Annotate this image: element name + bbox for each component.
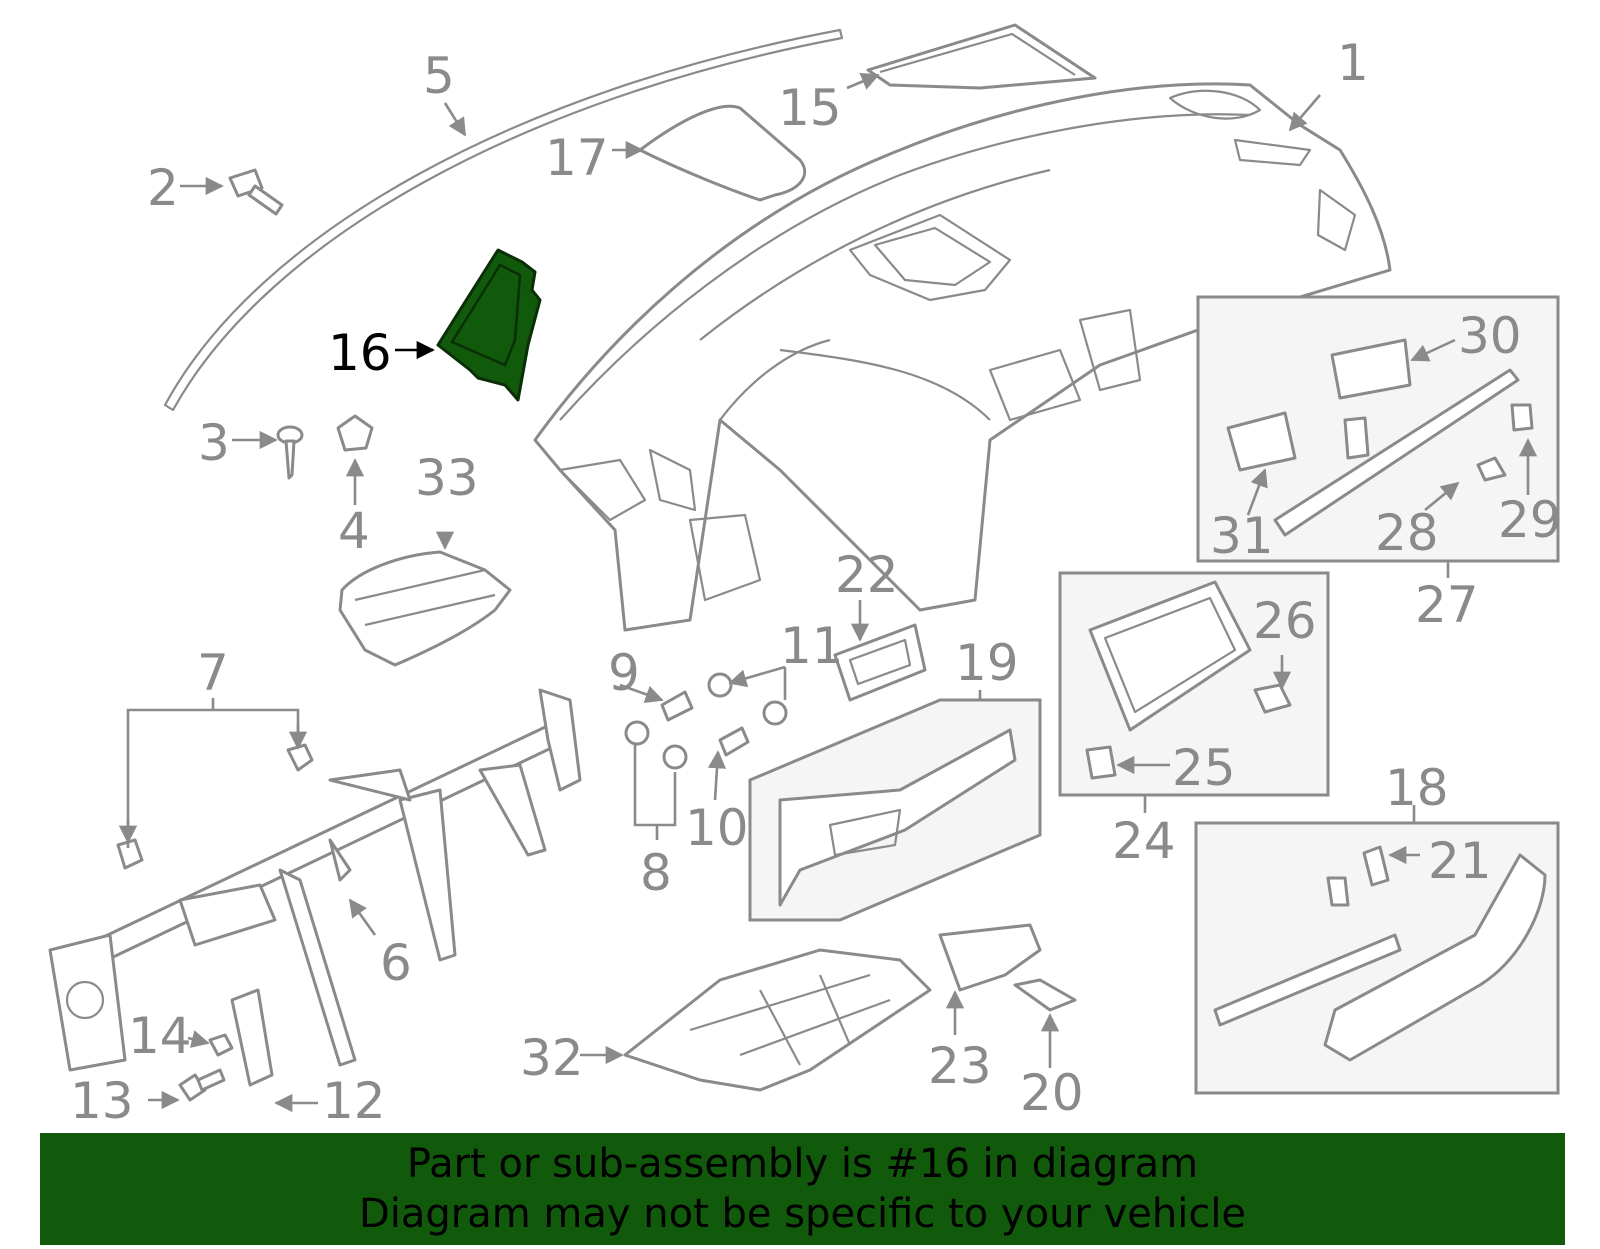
part-9-bolt (660, 690, 694, 722)
part-12-bracket (230, 988, 274, 1087)
callout-11: 11 (780, 617, 844, 675)
part-20-latch (1013, 978, 1077, 1012)
part-3-screw (276, 425, 304, 480)
callout-labels: 1 2 3 4 5 6 7 8 9 10 11 12 13 14 15 16 1… (70, 34, 1562, 1130)
part-5-trim-strip (163, 28, 844, 412)
banner-line-2: Diagram may not be specific to your vehi… (358, 1191, 1247, 1237)
callout-19: 19 (955, 634, 1019, 692)
callout-5: 5 (423, 47, 455, 105)
callout-10: 10 (685, 799, 749, 857)
callout-29: 29 (1498, 491, 1562, 549)
callout-15: 15 (778, 79, 842, 137)
group-27-box (1196, 295, 1560, 563)
callout-21: 21 (1428, 832, 1492, 890)
group-18-box (1194, 821, 1560, 1095)
part-small-grommets (707, 672, 788, 726)
info-banner: Part or sub-assembly is #16 in diagram D… (40, 1133, 1565, 1245)
callout-32: 32 (520, 1029, 584, 1087)
callout-26: 26 (1253, 592, 1317, 650)
callout-18: 18 (1385, 759, 1449, 817)
callout-25: 25 (1172, 739, 1236, 797)
part-17-speaker-cover (638, 104, 807, 202)
part-14-nut (208, 1033, 234, 1057)
part-7-brackets (116, 743, 314, 870)
callout-30: 30 (1458, 307, 1522, 365)
part-23-handle (938, 923, 1042, 992)
callout-7: 7 (197, 644, 229, 702)
part-32-lower-panel (623, 948, 932, 1092)
callout-6: 6 (380, 934, 412, 992)
part-2-bolt (228, 168, 284, 216)
part-16-highlighted-trim-panel (436, 248, 542, 402)
part-15-defrost-grille (866, 23, 1097, 90)
group-19-box (748, 698, 1042, 922)
callout-23: 23 (928, 1037, 992, 1095)
part-22-bezel (833, 623, 927, 702)
part-33-airbag-module (338, 550, 512, 667)
callout-9: 9 (608, 644, 640, 702)
callout-31: 31 (1210, 507, 1274, 565)
part-1-instrument-panel (533, 82, 1392, 632)
callout-8: 8 (640, 844, 672, 902)
callout-16: 16 (328, 324, 392, 382)
callout-17: 17 (545, 129, 609, 187)
leader-lines (118, 72, 1538, 1113)
callout-24: 24 (1112, 812, 1176, 870)
part-4-clip-nut (336, 414, 374, 452)
part-13-bolt (178, 1068, 226, 1102)
part-10-bolt (718, 726, 750, 757)
callout-33: 33 (415, 449, 479, 507)
callout-13: 13 (70, 1072, 134, 1130)
callout-20: 20 (1020, 1064, 1084, 1122)
callout-2: 2 (147, 159, 179, 217)
part-8-clips (624, 720, 688, 770)
callout-12: 12 (322, 1072, 386, 1130)
callout-28: 28 (1375, 504, 1439, 562)
banner-line-1: Part or sub-assembly is #16 in diagram (406, 1141, 1199, 1187)
callout-4: 4 (338, 502, 370, 560)
callout-27: 27 (1415, 576, 1479, 634)
callout-1: 1 (1337, 34, 1369, 92)
callout-22: 22 (835, 546, 899, 604)
callout-14: 14 (128, 1007, 192, 1065)
callout-3: 3 (198, 414, 230, 472)
part-6-cross-car-beam (48, 688, 582, 1072)
